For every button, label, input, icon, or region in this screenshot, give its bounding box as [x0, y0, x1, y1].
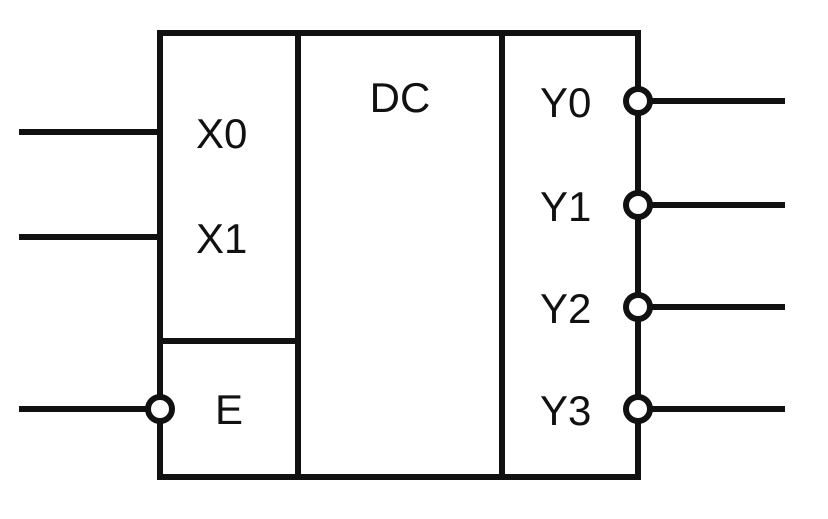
output-bubble-y3	[623, 394, 653, 424]
output-label-y2: Y2	[540, 285, 591, 332]
input-label-x0: X0	[196, 110, 247, 157]
output-label-y1: Y1	[540, 183, 591, 230]
enable-label: E	[215, 386, 243, 433]
output-label-y3: Y3	[540, 387, 591, 434]
input-label-x1: X1	[196, 215, 247, 262]
output-label-y0: Y0	[540, 79, 591, 126]
output-bubble-y2	[623, 292, 653, 322]
output-bubble-y1	[623, 190, 653, 220]
output-bubble-y0	[623, 86, 653, 116]
decoder-outline	[157, 30, 641, 480]
enable-inversion-bubble	[145, 394, 175, 424]
block-label: DC	[370, 74, 431, 121]
